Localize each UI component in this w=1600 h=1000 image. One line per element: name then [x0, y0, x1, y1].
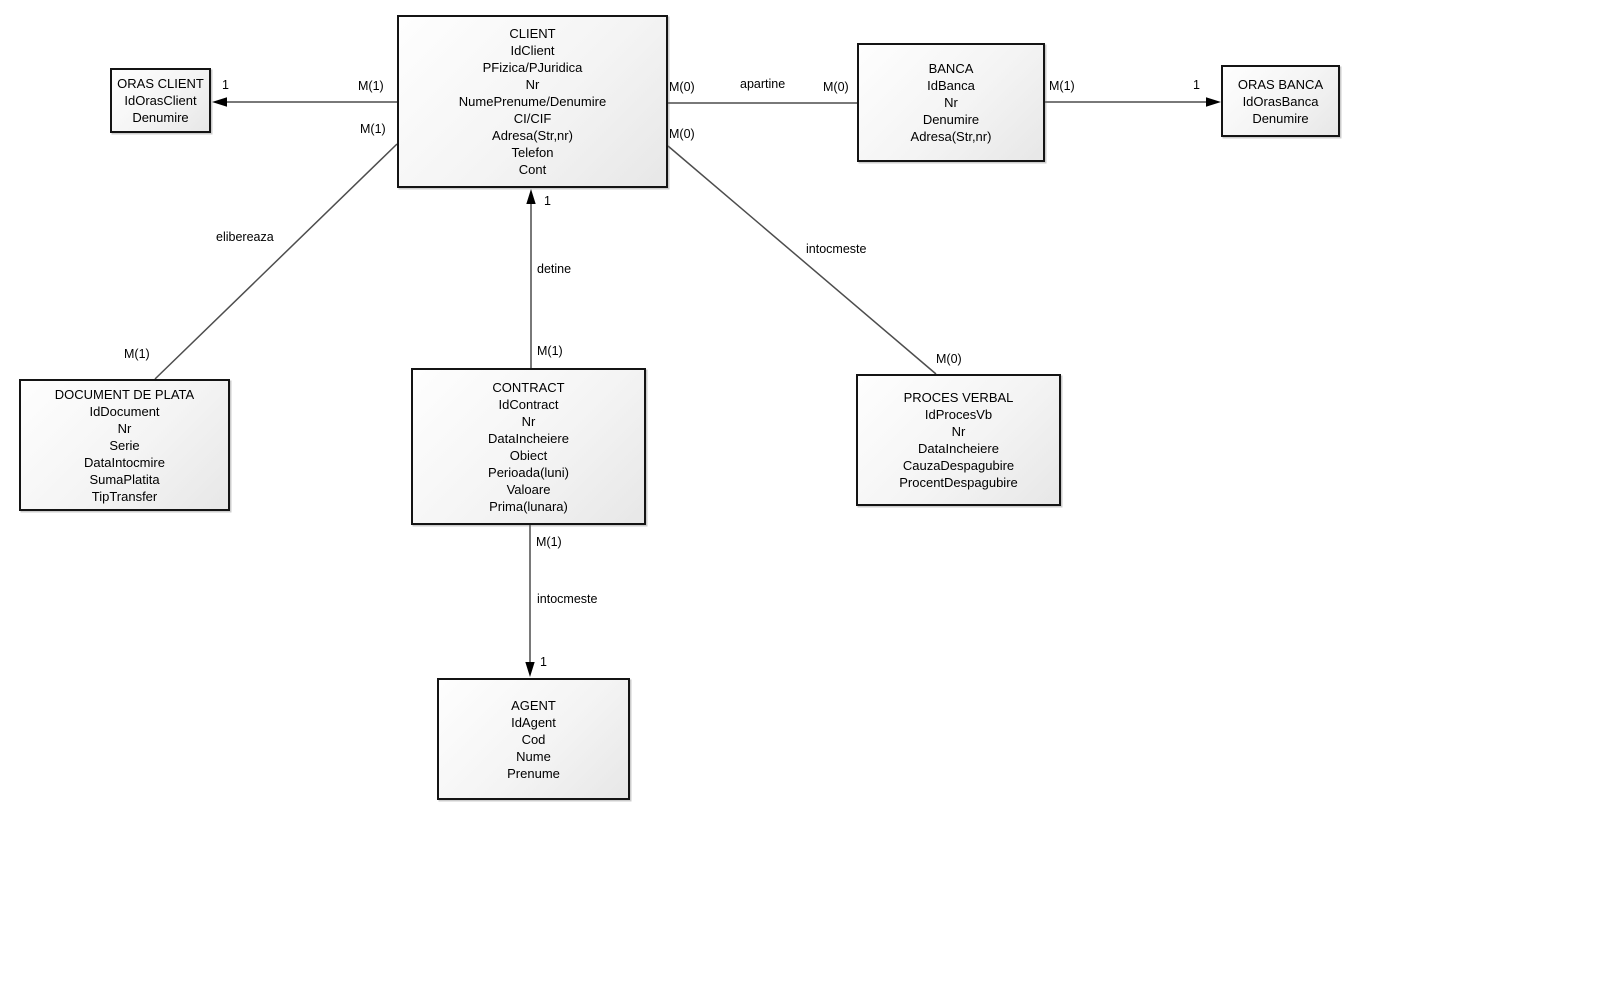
- entity-attribute: Nume: [516, 748, 551, 764]
- entity-oras-banca[interactable]: ORAS BANCA IdOrasBanca Denumire: [1221, 65, 1340, 137]
- arrowhead-to-agent: [525, 662, 535, 677]
- entity-attribute: Nr: [951, 424, 966, 439]
- cardinality-label: M(0): [823, 80, 849, 94]
- entity-title: ORAS BANCA: [1237, 76, 1324, 92]
- entity-attribute: Cont: [518, 162, 547, 177]
- entity-attribute: Denumire: [1252, 110, 1309, 126]
- entity-attribute: CauzaDespagubire: [902, 458, 1015, 473]
- entity-attribute: IdOrasBanca: [1242, 93, 1319, 109]
- entity-attribute: PFizica/PJuridica: [482, 60, 583, 75]
- cardinality-label: M(1): [537, 344, 563, 358]
- entity-title: ORAS CLIENT: [117, 76, 204, 91]
- entity-attribute: Nr: [944, 95, 958, 110]
- entity-title: CLIENT: [509, 26, 556, 41]
- cardinality-label: 1: [540, 655, 547, 669]
- entity-attribute: IdOrasClient: [124, 93, 197, 108]
- entity-attribute: IdProcesVb: [924, 407, 993, 422]
- cardinality-label: M(1): [536, 535, 562, 549]
- entity-attribute: Denumire: [132, 110, 189, 125]
- entity-attribute: Nr: [521, 413, 536, 429]
- entity-attribute: NumePrenume/Denumire: [458, 94, 607, 109]
- entity-title: DOCUMENT DE PLATA: [54, 386, 195, 402]
- entity-agent[interactable]: AGENT IdAgent Cod Nume Prenume: [437, 678, 630, 800]
- arrowhead-to-oras-client: [212, 97, 227, 107]
- arrowhead-to-oras-banca: [1206, 97, 1221, 107]
- entity-attribute: Obiect: [509, 447, 548, 463]
- entity-proces-verbal[interactable]: PROCES VERBAL IdProcesVb Nr DataIncheier…: [856, 374, 1061, 506]
- entity-attribute: Serie: [109, 437, 140, 453]
- entity-attribute: Perioada(luni): [488, 464, 569, 480]
- arrowhead-to-client: [526, 189, 536, 204]
- relationship-label: intocmeste: [806, 242, 867, 256]
- entity-client[interactable]: CLIENT IdClient PFizica/PJuridica Nr Num…: [397, 15, 668, 188]
- relationship-label: detine: [537, 262, 572, 276]
- cardinality-label: M(0): [669, 80, 695, 94]
- entity-attribute: IdBanca: [927, 78, 975, 93]
- entity-attribute: DataIncheiere: [918, 441, 999, 456]
- entity-attribute: Valoare: [506, 481, 551, 497]
- entity-attribute: DataIncheiere: [488, 430, 569, 446]
- entity-attribute: Prima(lunara): [489, 498, 568, 514]
- entity-attribute: DataIntocmire: [84, 454, 165, 470]
- entity-title: PROCES VERBAL: [903, 390, 1014, 405]
- entity-attribute: Telefon: [511, 145, 554, 160]
- entity-title: BANCA: [928, 61, 974, 76]
- entity-attribute: SumaPlatita: [89, 471, 160, 487]
- cardinality-label: 1: [1193, 78, 1200, 92]
- entity-attribute: IdDocument: [89, 403, 160, 419]
- relationship-label: elibereaza: [216, 230, 274, 244]
- entity-attribute: CI/CIF: [513, 111, 552, 126]
- entity-attribute: Denumire: [922, 112, 980, 127]
- cardinality-label: M(1): [358, 79, 384, 93]
- relationship-label: intocmeste: [537, 592, 598, 606]
- entity-contract[interactable]: CONTRACT IdContract Nr DataIncheiere Obi…: [411, 368, 646, 525]
- entity-attribute: Adresa(Str,nr): [910, 129, 992, 144]
- entity-attribute: IdContract: [498, 396, 559, 412]
- entity-oras-client[interactable]: ORAS CLIENT IdOrasClient Denumire: [110, 68, 211, 133]
- cardinality-label: M(1): [1049, 79, 1075, 93]
- cardinality-label: 1: [222, 78, 229, 92]
- relationship-label: apartine: [740, 77, 786, 91]
- entity-attribute: Nr: [525, 77, 540, 92]
- cardinality-label: M(0): [936, 352, 962, 366]
- entity-attribute: Prenume: [507, 765, 560, 781]
- entity-banca[interactable]: BANCA IdBanca Nr Denumire Adresa(Str,nr): [857, 43, 1045, 162]
- cardinality-label: M(0): [669, 127, 695, 141]
- entity-title: AGENT: [511, 697, 556, 713]
- cardinality-label: 1: [544, 194, 551, 208]
- entity-attribute: Adresa(Str,nr): [492, 128, 573, 143]
- entity-attribute: IdAgent: [511, 714, 556, 730]
- entity-attribute: Nr: [117, 420, 132, 436]
- entity-title: CONTRACT: [492, 379, 565, 395]
- entity-attribute: ProcentDespagubire: [899, 475, 1018, 490]
- entity-attribute: Cod: [521, 731, 546, 747]
- cardinality-label: M(1): [360, 122, 386, 136]
- entity-attribute: IdClient: [510, 43, 555, 58]
- cardinality-label: M(1): [124, 347, 150, 361]
- entity-document-de-plata[interactable]: DOCUMENT DE PLATA IdDocument Nr Serie Da…: [19, 379, 230, 511]
- entity-attribute: TipTransfer: [91, 488, 158, 504]
